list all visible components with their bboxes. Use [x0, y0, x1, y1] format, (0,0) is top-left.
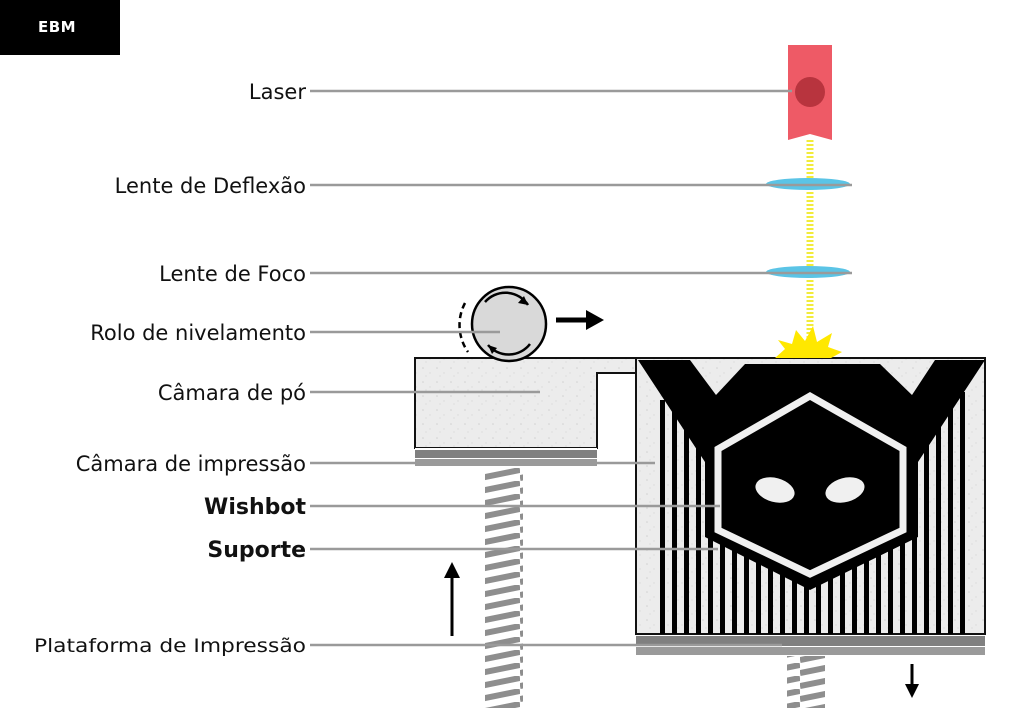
label-support: Suporte [207, 538, 306, 563]
label-powder-chamber: Câmara de pó [158, 381, 306, 405]
laser-dot-icon [795, 77, 825, 107]
powder-piston-spring [485, 468, 523, 708]
wishbot-left-eye [755, 477, 795, 503]
build-piston-spring [787, 656, 825, 708]
label-laser: Laser [249, 80, 306, 104]
arrow-up-icon [444, 562, 460, 636]
arrow-right-icon [556, 310, 604, 330]
label-deflection-lens: Lente de Deflexão [115, 174, 306, 198]
label-focus-lens: Lente de Foco [159, 262, 306, 286]
print-chamber [635, 357, 986, 635]
ebm-badge: EBM [0, 0, 120, 55]
label-print-platform: Plataforma de Impressão [34, 635, 306, 657]
powder-chamber [414, 357, 637, 449]
laser-emitter [788, 45, 832, 140]
wishbot-right-eye [825, 477, 865, 503]
label-print-chamber: Câmara de impressão [76, 452, 306, 476]
label-wishbot: Wishbot [204, 495, 306, 520]
leveling-roller [458, 285, 548, 363]
laser-spark-icon [775, 326, 842, 358]
wishbot-part [638, 360, 985, 590]
arrow-down-icon [905, 664, 919, 698]
label-leveling-roller: Rolo de nivelamento [90, 321, 306, 345]
badge-text: EBM [38, 18, 77, 36]
